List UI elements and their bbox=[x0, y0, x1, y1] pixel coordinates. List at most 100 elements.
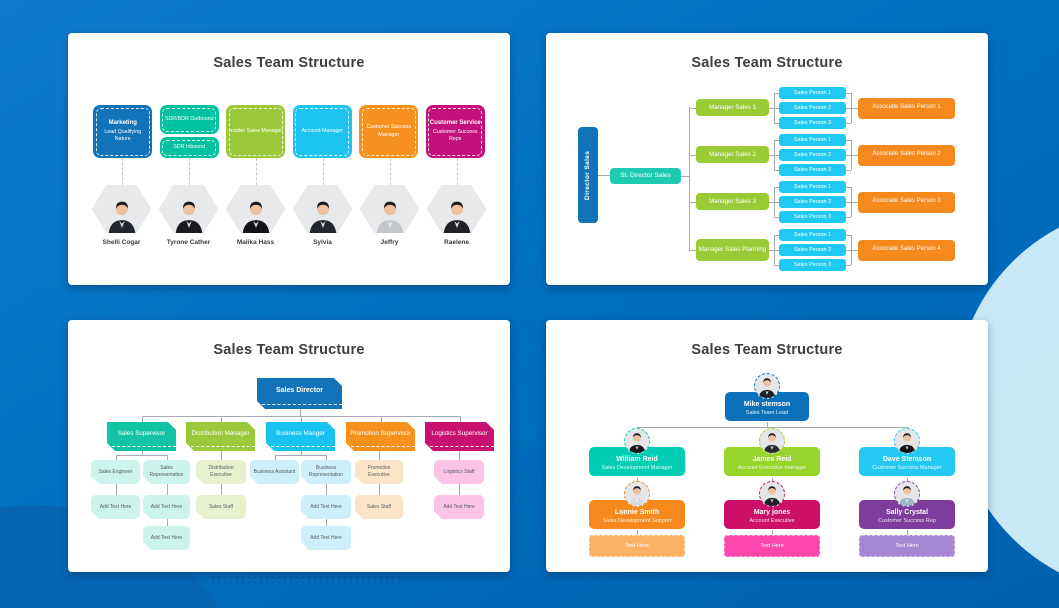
connector-line bbox=[300, 416, 302, 422]
department-title: Account Manager bbox=[301, 127, 344, 134]
branch-head-label: Business Manger bbox=[266, 422, 335, 446]
connector-line bbox=[115, 455, 117, 460]
person-photo bbox=[371, 179, 409, 233]
connector-line bbox=[846, 140, 851, 141]
connector-line bbox=[774, 187, 779, 188]
connector-line bbox=[380, 416, 382, 422]
connector-line bbox=[851, 250, 858, 251]
connector-line bbox=[846, 235, 851, 236]
connector-line bbox=[774, 265, 779, 266]
person-name: James Reid bbox=[752, 456, 792, 463]
org-leaf-box: Add Text Here bbox=[434, 495, 484, 519]
connector-dashed-line bbox=[322, 158, 324, 185]
connector-line bbox=[769, 201, 774, 203]
connector-line bbox=[689, 154, 696, 156]
connector-line bbox=[846, 202, 851, 203]
person-name: Lonnie Smith bbox=[614, 509, 660, 516]
text-here-bar: Text Here bbox=[589, 535, 685, 557]
sales-person-box: Sales Person 3 bbox=[779, 117, 846, 129]
decor-dots-pattern bbox=[210, 575, 400, 585]
connector-line bbox=[907, 530, 908, 535]
connector-line bbox=[769, 154, 774, 156]
department-title: Insider Sales Manager bbox=[229, 127, 283, 134]
department-title: Customer Success Manager bbox=[366, 124, 411, 138]
org-leaf-box: Business Assistant bbox=[250, 460, 299, 484]
slide-title: Sales Team Structure bbox=[213, 55, 365, 71]
connector-line bbox=[598, 175, 610, 176]
branch-head-label: Logistics Supervisor bbox=[425, 422, 494, 446]
connector-line bbox=[851, 155, 858, 156]
sales-person-box: Sales Person 1 bbox=[779, 181, 846, 193]
connector-dashed-line bbox=[389, 158, 391, 185]
connector-line bbox=[637, 530, 638, 535]
connector-line bbox=[459, 416, 461, 422]
manager-box: Manager Sales 1 bbox=[696, 99, 769, 116]
connector-dashed-line bbox=[121, 158, 123, 185]
branch-head-box: Business Manger bbox=[266, 422, 335, 451]
sales-person-box: Sales Person 1 bbox=[779, 134, 846, 146]
connector-line bbox=[166, 484, 168, 495]
associate-box: Associate Sales Person 3 bbox=[858, 191, 955, 213]
person-photo bbox=[624, 428, 650, 454]
sales-person-box: Sales Person 3 bbox=[779, 259, 846, 271]
sales-person-box: Sales Person 2 bbox=[779, 196, 846, 208]
connector-line bbox=[774, 235, 779, 236]
connector-line bbox=[846, 187, 851, 188]
person-photo bbox=[894, 481, 920, 507]
sales-director-box: Sales Director bbox=[257, 378, 342, 409]
person-role: Customer Success Rep bbox=[878, 518, 936, 525]
person-photo bbox=[759, 428, 785, 454]
person-name: Shelli Cogar bbox=[102, 239, 141, 246]
person-name: Tyrone Cather bbox=[166, 239, 211, 246]
st-director-sales-box: St. Director Sales bbox=[610, 168, 681, 184]
connector-line bbox=[846, 170, 851, 171]
sales-person-box: Sales Person 2 bbox=[779, 149, 846, 161]
person-photo bbox=[103, 179, 141, 233]
connector-line bbox=[774, 217, 779, 218]
department-subtitle: Lead Qualifying Nature bbox=[104, 128, 142, 142]
department-subtitle: Customer Success Reps bbox=[433, 128, 478, 142]
org-leaf-box: Add Text Here bbox=[301, 526, 351, 550]
department-label: SDR Inbound bbox=[173, 143, 206, 150]
org-leaf-box: Add Text Here bbox=[143, 526, 190, 550]
connector-line bbox=[846, 93, 851, 94]
org-leaf-box: Sales Staff bbox=[196, 495, 246, 519]
associate-box: Associate Sales Person 2 bbox=[858, 144, 955, 166]
branch-head-strip bbox=[346, 446, 415, 451]
manager-box: Manager Sales 2 bbox=[696, 146, 769, 163]
connector-line bbox=[769, 250, 774, 251]
connector-line bbox=[141, 416, 143, 422]
person-name: Jeffry bbox=[380, 239, 399, 246]
connector-dashed-line bbox=[456, 158, 458, 185]
photo-hex bbox=[91, 185, 152, 233]
branch-head-box: Distribution Manager bbox=[186, 422, 255, 451]
sales-person-box: Sales Person 1 bbox=[779, 229, 846, 241]
photo-hex bbox=[292, 185, 353, 233]
connector-line bbox=[689, 201, 696, 203]
connector-line bbox=[846, 217, 851, 218]
person-photo bbox=[759, 481, 785, 507]
branch-head-box: Sales Supervisor bbox=[107, 422, 176, 451]
branch-head-label: Promotion Supervisor bbox=[346, 422, 415, 446]
connector-line bbox=[166, 455, 168, 460]
sales-person-box: Sales Person 3 bbox=[779, 164, 846, 176]
department-title: Customer Service bbox=[429, 120, 481, 127]
person-name: Mike stemson bbox=[743, 401, 791, 408]
connector-line bbox=[689, 107, 696, 109]
sales-person-box: Sales Person 2 bbox=[779, 244, 846, 256]
photo-hex bbox=[158, 185, 219, 233]
connector-line bbox=[846, 123, 851, 124]
org-leaf-box: Add Text Here bbox=[301, 495, 351, 519]
